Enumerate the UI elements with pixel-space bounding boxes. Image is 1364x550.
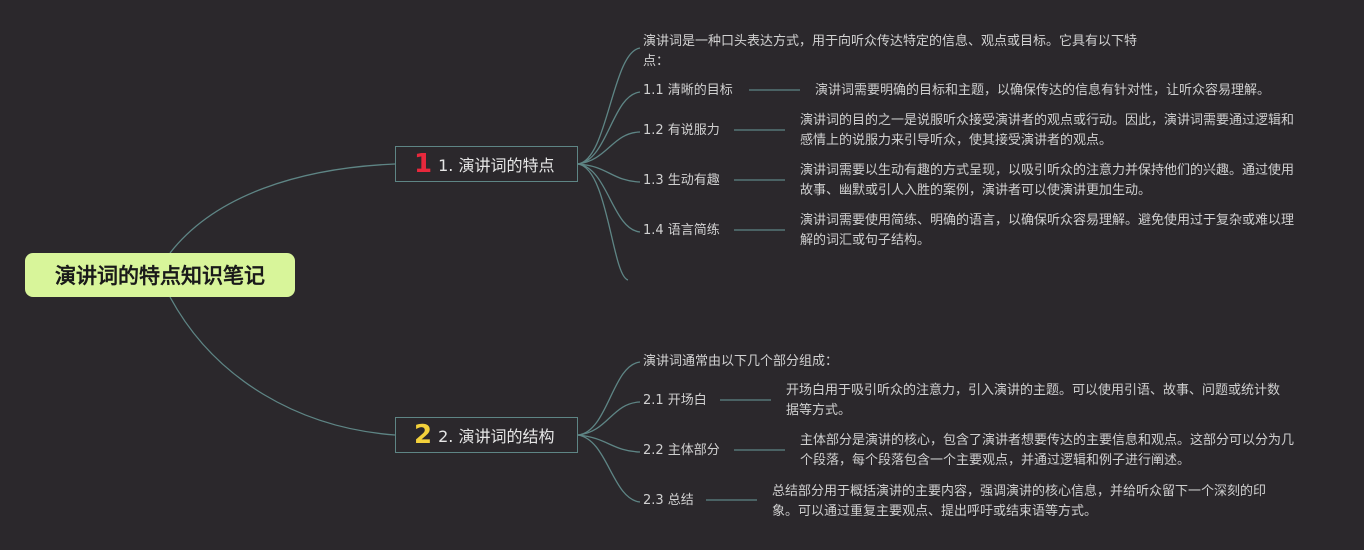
subtopic-1-1-desc: 演讲词需要明确的目标和主题，以确保传达的信息有针对性，让听众容易理解。 [815, 83, 1271, 98]
subtopic-1-2-desc: 演讲词的目的之一是说服听众接受演讲者的观点或行动。因此，演讲词需要通过逻辑和感情… [800, 113, 1295, 148]
branch-2-label: 2. 演讲词的结构 [438, 427, 555, 446]
connector-b2-item1 [577, 401, 641, 436]
subtopic-2-1-desc: 开场白用于吸引听众的注意力，引入演讲的主题。可以使用引语、故事、问题或统计数据等… [786, 383, 1281, 418]
connector-b2-intro [577, 361, 641, 436]
branch-2-intro: 演讲词通常由以下几个部分组成： [643, 354, 839, 369]
subtopic-2-2-desc: 主体部分是演讲的核心，包含了演讲者想要传达的主要信息和观点。这部分可以分为几个段… [800, 433, 1295, 468]
subtopic-1-4[interactable]: 1.4 语言简练 [643, 223, 720, 238]
root-topic[interactable]: 演讲词的特点知识笔记 [25, 253, 295, 297]
subtopic-1-3-desc: 演讲词需要以生动有趣的方式呈现，以吸引听众的注意力并保持他们的兴趣。通过使用故事… [800, 163, 1295, 198]
connector-b2-item3 [577, 434, 641, 503]
subtopic-1-4-desc: 演讲词需要使用简练、明确的语言，以确保听众容易理解。避免使用过于复杂或难以理解的… [800, 213, 1295, 248]
connector-root-branch2 [169, 296, 396, 436]
branch-1-label: 1. 演讲词的特点 [438, 156, 555, 175]
connector-b1-item4 [577, 163, 641, 233]
number-2-icon: 2 [414, 420, 433, 450]
subtopic-2-1[interactable]: 2.1 开场白 [643, 393, 707, 408]
connector-b1-item1 [577, 91, 641, 165]
subtopic-1-2[interactable]: 1.2 有说服力 [643, 123, 720, 138]
number-1-icon: 1 [414, 149, 433, 179]
subtopic-2-3-desc: 总结部分用于概括演讲的主要内容，强调演讲的核心信息，并给听众留下一个深刻的印象。… [772, 484, 1267, 519]
subtopic-2-2[interactable]: 2.2 主体部分 [643, 443, 720, 458]
branch-topic-2[interactable]: 2 2. 演讲词的结构 [395, 417, 578, 453]
branch-1-intro: 演讲词是一种口头表达方式，用于向听众传达特定的信息、观点或目标。它具有以下特点： [643, 34, 1138, 69]
connector-b1-item3 [577, 163, 641, 183]
connector-b1-item2 [577, 131, 641, 165]
connector-b1-empty [577, 163, 629, 281]
branch-topic-1[interactable]: 1 1. 演讲词的特点 [395, 146, 578, 182]
subtopic-1-3[interactable]: 1.3 生动有趣 [643, 173, 720, 188]
connector-b2-item2 [577, 434, 641, 453]
connector-root-branch1 [169, 163, 396, 254]
subtopic-1-1[interactable]: 1.1 清晰的目标 [643, 83, 733, 98]
subtopic-2-3[interactable]: 2.3 总结 [643, 493, 694, 508]
connector-b1-intro [577, 47, 641, 165]
